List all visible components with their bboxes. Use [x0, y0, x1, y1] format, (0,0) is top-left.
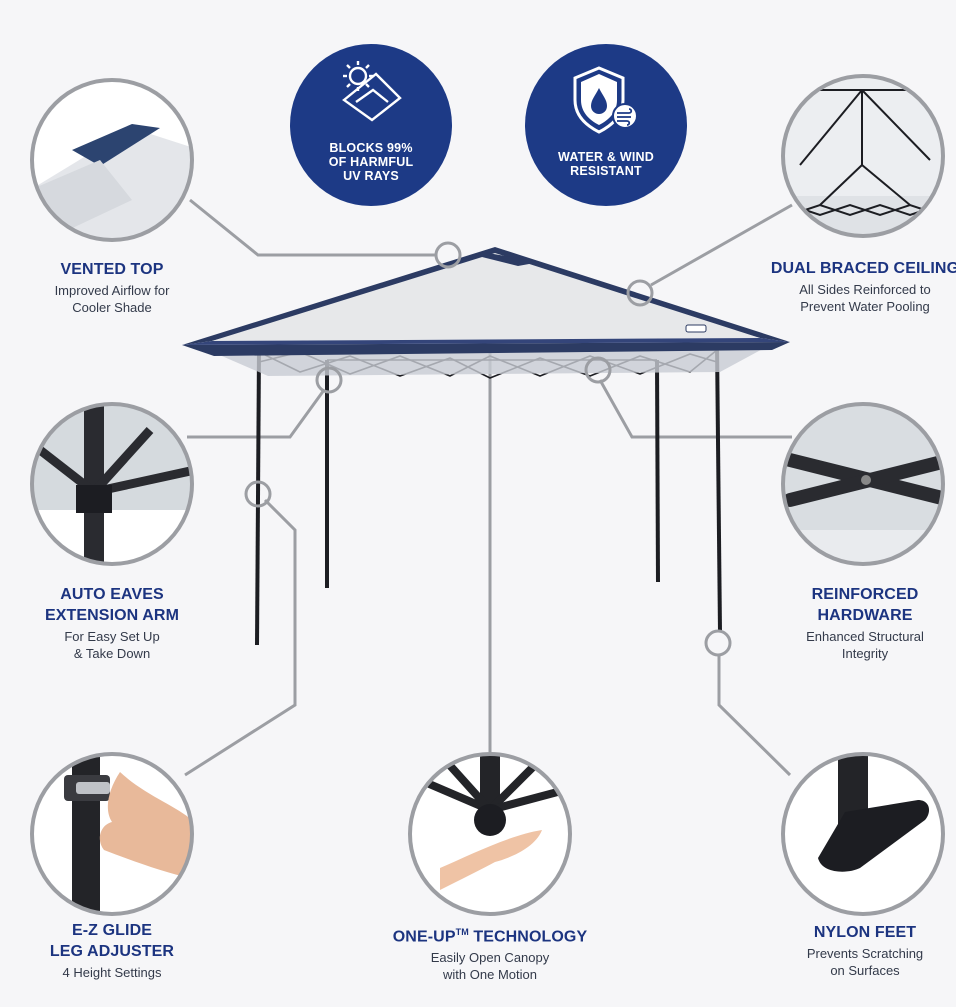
feature-desc: For Easy Set Up & Take Down: [12, 628, 212, 662]
water-wind-badge: WATER & WIND RESISTANT: [525, 44, 687, 206]
feature-title: DUAL BRACED CEILING: [770, 260, 956, 277]
feature-one-up: ONE-UPTM TECHNOLOGY Easily Open Canopy w…: [360, 922, 620, 983]
feature-desc: All Sides Reinforced to Prevent Water Po…: [760, 281, 956, 315]
title-line: EXTENSION ARM: [44, 607, 180, 624]
feature-ez-glide: E-Z GLIDE LEG ADJUSTER 4 Height Settings: [12, 920, 212, 981]
feature-desc: Enhanced Structural Integrity: [765, 628, 956, 662]
water-badge-line1: WATER & WIND: [558, 150, 654, 164]
uv-badge-line2: OF HARMFUL: [328, 155, 414, 169]
feature-title: ONE-UPTM TECHNOLOGY: [360, 922, 620, 947]
feature-vented-top: VENTED TOP Improved Airflow for Cooler S…: [22, 259, 202, 316]
desc-line: Improved Airflow for: [54, 283, 170, 298]
reinforced-hardware-detail-image: [781, 402, 945, 566]
canopy-illustration: [182, 247, 790, 646]
title-main: ONE-UP: [392, 928, 456, 946]
title-line: AUTO EAVES: [60, 586, 164, 603]
feature-title: NYLON FEET: [813, 924, 917, 941]
title-rest: TECHNOLOGY: [468, 928, 588, 946]
feature-desc: 4 Height Settings: [12, 964, 212, 981]
ez-glide-leg-adjuster-detail-image: [30, 752, 194, 916]
desc-line: Enhanced Structural: [806, 629, 924, 644]
desc-line: on Surfaces: [830, 963, 900, 978]
trademark-mark: TM: [455, 927, 469, 937]
title-line: LEG ADJUSTER: [49, 943, 175, 960]
feature-title: REINFORCED HARDWARE: [765, 584, 956, 626]
callout-lines: [184, 198, 793, 777]
feature-reinforced-hardware: REINFORCED HARDWARE Enhanced Structural …: [765, 584, 956, 662]
uv-badge-line1: BLOCKS 99%: [329, 141, 413, 155]
desc-line: Integrity: [841, 646, 889, 661]
title-line: REINFORCED: [811, 586, 919, 603]
callout-markers: [244, 241, 732, 657]
feature-desc: Prevents Scratching on Surfaces: [765, 945, 956, 979]
feature-auto-eaves: AUTO EAVES EXTENSION ARM For Easy Set Up…: [12, 584, 212, 662]
one-up-technology-detail-image: [408, 752, 572, 916]
uv-badge-line3: UV RAYS: [343, 169, 399, 183]
feature-desc: Easily Open Canopy with One Motion: [360, 949, 620, 983]
nylon-feet-detail-image: [781, 752, 945, 916]
feature-title: E-Z GLIDE LEG ADJUSTER: [12, 920, 212, 962]
dual-braced-ceiling-detail-image: [781, 74, 945, 238]
water-badge-line2: RESISTANT: [570, 164, 642, 178]
feature-desc: Improved Airflow for Cooler Shade: [22, 282, 202, 316]
desc-line: & Take Down: [73, 646, 151, 661]
feature-title: AUTO EAVES EXTENSION ARM: [12, 584, 212, 626]
water-wind-shield-icon: [573, 66, 638, 134]
feature-nylon-feet: NYLON FEET Prevents Scratching on Surfac…: [765, 922, 956, 979]
desc-line: Prevent Water Pooling: [800, 299, 930, 314]
desc-line: For Easy Set Up: [64, 629, 160, 644]
vented-top-detail-image: [30, 78, 194, 242]
uv-protection-badge: BLOCKS 99% OF HARMFUL UV RAYS: [290, 44, 452, 206]
title-line: HARDWARE: [817, 607, 913, 624]
feature-title: VENTED TOP: [60, 261, 164, 278]
feature-dual-braced-ceiling: DUAL BRACED CEILING All Sides Reinforced…: [760, 258, 956, 315]
desc-line: Easily Open Canopy: [430, 950, 550, 966]
desc-line: Prevents Scratching: [806, 946, 924, 961]
desc-line: with One Motion: [443, 967, 537, 983]
auto-eaves-detail-image: [30, 402, 194, 566]
sun-shield-icon: [342, 61, 402, 122]
desc-line: Cooler Shade: [72, 300, 152, 315]
desc-line: 4 Height Settings: [62, 965, 162, 980]
title-line: E-Z GLIDE: [71, 922, 152, 939]
desc-line: All Sides Reinforced to: [799, 282, 931, 297]
